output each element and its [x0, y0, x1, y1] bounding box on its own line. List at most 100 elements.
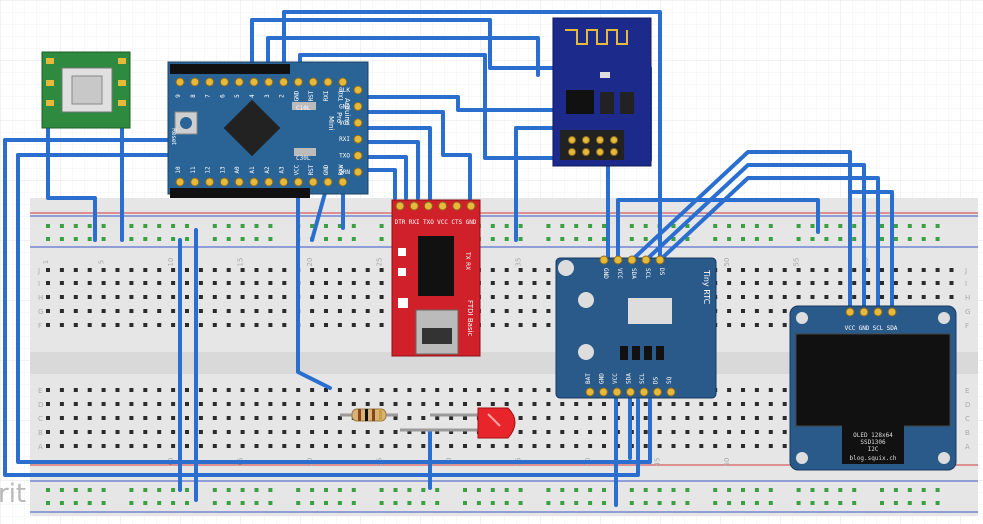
breadboard-hole: [532, 430, 537, 434]
breadboard-hole: [741, 309, 745, 313]
ftdi-component: [398, 248, 406, 256]
esp-flash: [600, 92, 614, 114]
breadboard-hole: [602, 416, 606, 420]
breadboard-hole: [73, 388, 78, 392]
breadboard-hole: [407, 388, 412, 392]
breadboard-hole: [324, 430, 328, 434]
esp-pin: [610, 148, 618, 156]
pin-label: DS: [653, 376, 660, 384]
rail-hole: [741, 237, 745, 241]
breadboard-hole: [240, 268, 245, 272]
breadboard-hole: [476, 388, 481, 392]
breadboard-hole: [379, 430, 384, 434]
pin: [353, 85, 363, 95]
breadboard-hole: [240, 402, 245, 406]
rail-hole: [490, 501, 495, 505]
pin-label: 2: [279, 94, 286, 98]
breadboard-hole: [198, 268, 203, 272]
breadboard-hole: [87, 323, 92, 327]
breadboard-hole: [226, 444, 231, 448]
breadboard-hole: [337, 281, 342, 285]
rail-hole: [518, 488, 523, 492]
rail-hole: [240, 224, 245, 228]
rail-hole: [518, 501, 523, 505]
center-channel: [30, 352, 978, 374]
rail-hole: [671, 488, 676, 492]
esp-chip: [566, 90, 594, 114]
breadboard-hole: [741, 444, 745, 448]
pin-label: SQ: [666, 376, 673, 384]
rail-hole: [852, 501, 857, 505]
breadboard-hole: [365, 388, 370, 392]
rail-hole: [407, 488, 412, 492]
breadboard-hole: [157, 402, 162, 406]
breadboard-hole: [324, 268, 328, 272]
breadboard-hole: [518, 402, 523, 406]
breadboard-hole: [727, 281, 732, 285]
breadboard-hole: [268, 281, 273, 285]
breadboard-hole: [643, 444, 648, 448]
breadboard-hole: [73, 281, 78, 285]
rail-hole: [824, 237, 829, 241]
breadboard-hole: [741, 268, 745, 272]
breadboard-hole: [866, 281, 871, 285]
breadboard-hole: [324, 295, 328, 299]
breadboard-hole: [727, 309, 732, 313]
breadboard-hole: [518, 388, 523, 392]
rtc-chip-leg: [620, 346, 628, 360]
rail-hole: [73, 237, 78, 241]
breadboard-hole: [268, 295, 273, 299]
rail-hole: [574, 501, 579, 505]
pin-label: SCL: [644, 268, 651, 279]
breadboard-hole: [143, 281, 148, 285]
row-letter: I: [965, 280, 967, 288]
rail-hole: [852, 224, 857, 228]
breadboard-hole: [129, 295, 134, 299]
breadboard-hole: [754, 295, 759, 299]
breadboard-hole: [337, 309, 342, 313]
rail-hole: [629, 224, 634, 228]
row-letter: A: [38, 443, 43, 451]
breadboard-hole: [754, 268, 759, 272]
rail-hole: [87, 224, 92, 228]
breadboard-hole: [421, 416, 426, 420]
breadboard-hole: [212, 388, 217, 392]
breadboard-hole: [115, 309, 120, 313]
breadboard-hole: [282, 268, 287, 272]
column-number: 15: [237, 258, 245, 267]
pin: [264, 77, 274, 87]
column-number: 10: [167, 258, 175, 267]
breadboard-hole: [324, 309, 328, 313]
breadboard-hole: [532, 323, 537, 327]
row-letter: J: [37, 267, 40, 275]
rail-hole: [421, 501, 426, 505]
arduino-label-3: Mini: [327, 116, 335, 130]
rail-hole: [212, 501, 217, 505]
rail-hole: [588, 501, 593, 505]
pin-label: A0: [234, 166, 241, 174]
rail-hole: [880, 501, 884, 505]
reset-button-cap: [180, 117, 192, 129]
breadboard-hole: [198, 444, 203, 448]
rail-hole: [602, 488, 606, 492]
arduino-header-bottom: [170, 188, 310, 198]
breadboard-hole: [685, 430, 690, 434]
breadboard-hole: [796, 295, 801, 299]
rail-hole: [337, 224, 342, 228]
rail-hole: [893, 224, 898, 228]
rail-hole: [588, 224, 593, 228]
breadboard-hole: [365, 402, 370, 406]
breadboard-hole: [282, 416, 287, 420]
breadboard-hole: [310, 444, 315, 448]
rail-hole: [727, 237, 732, 241]
rail-hole: [393, 501, 398, 505]
led-highlight: [487, 413, 501, 427]
rail-hole: [727, 488, 732, 492]
breadboard-hole: [782, 402, 787, 406]
breadboard-hole: [254, 430, 259, 434]
breadboard-hole: [935, 295, 940, 299]
rail-hole: [574, 488, 579, 492]
